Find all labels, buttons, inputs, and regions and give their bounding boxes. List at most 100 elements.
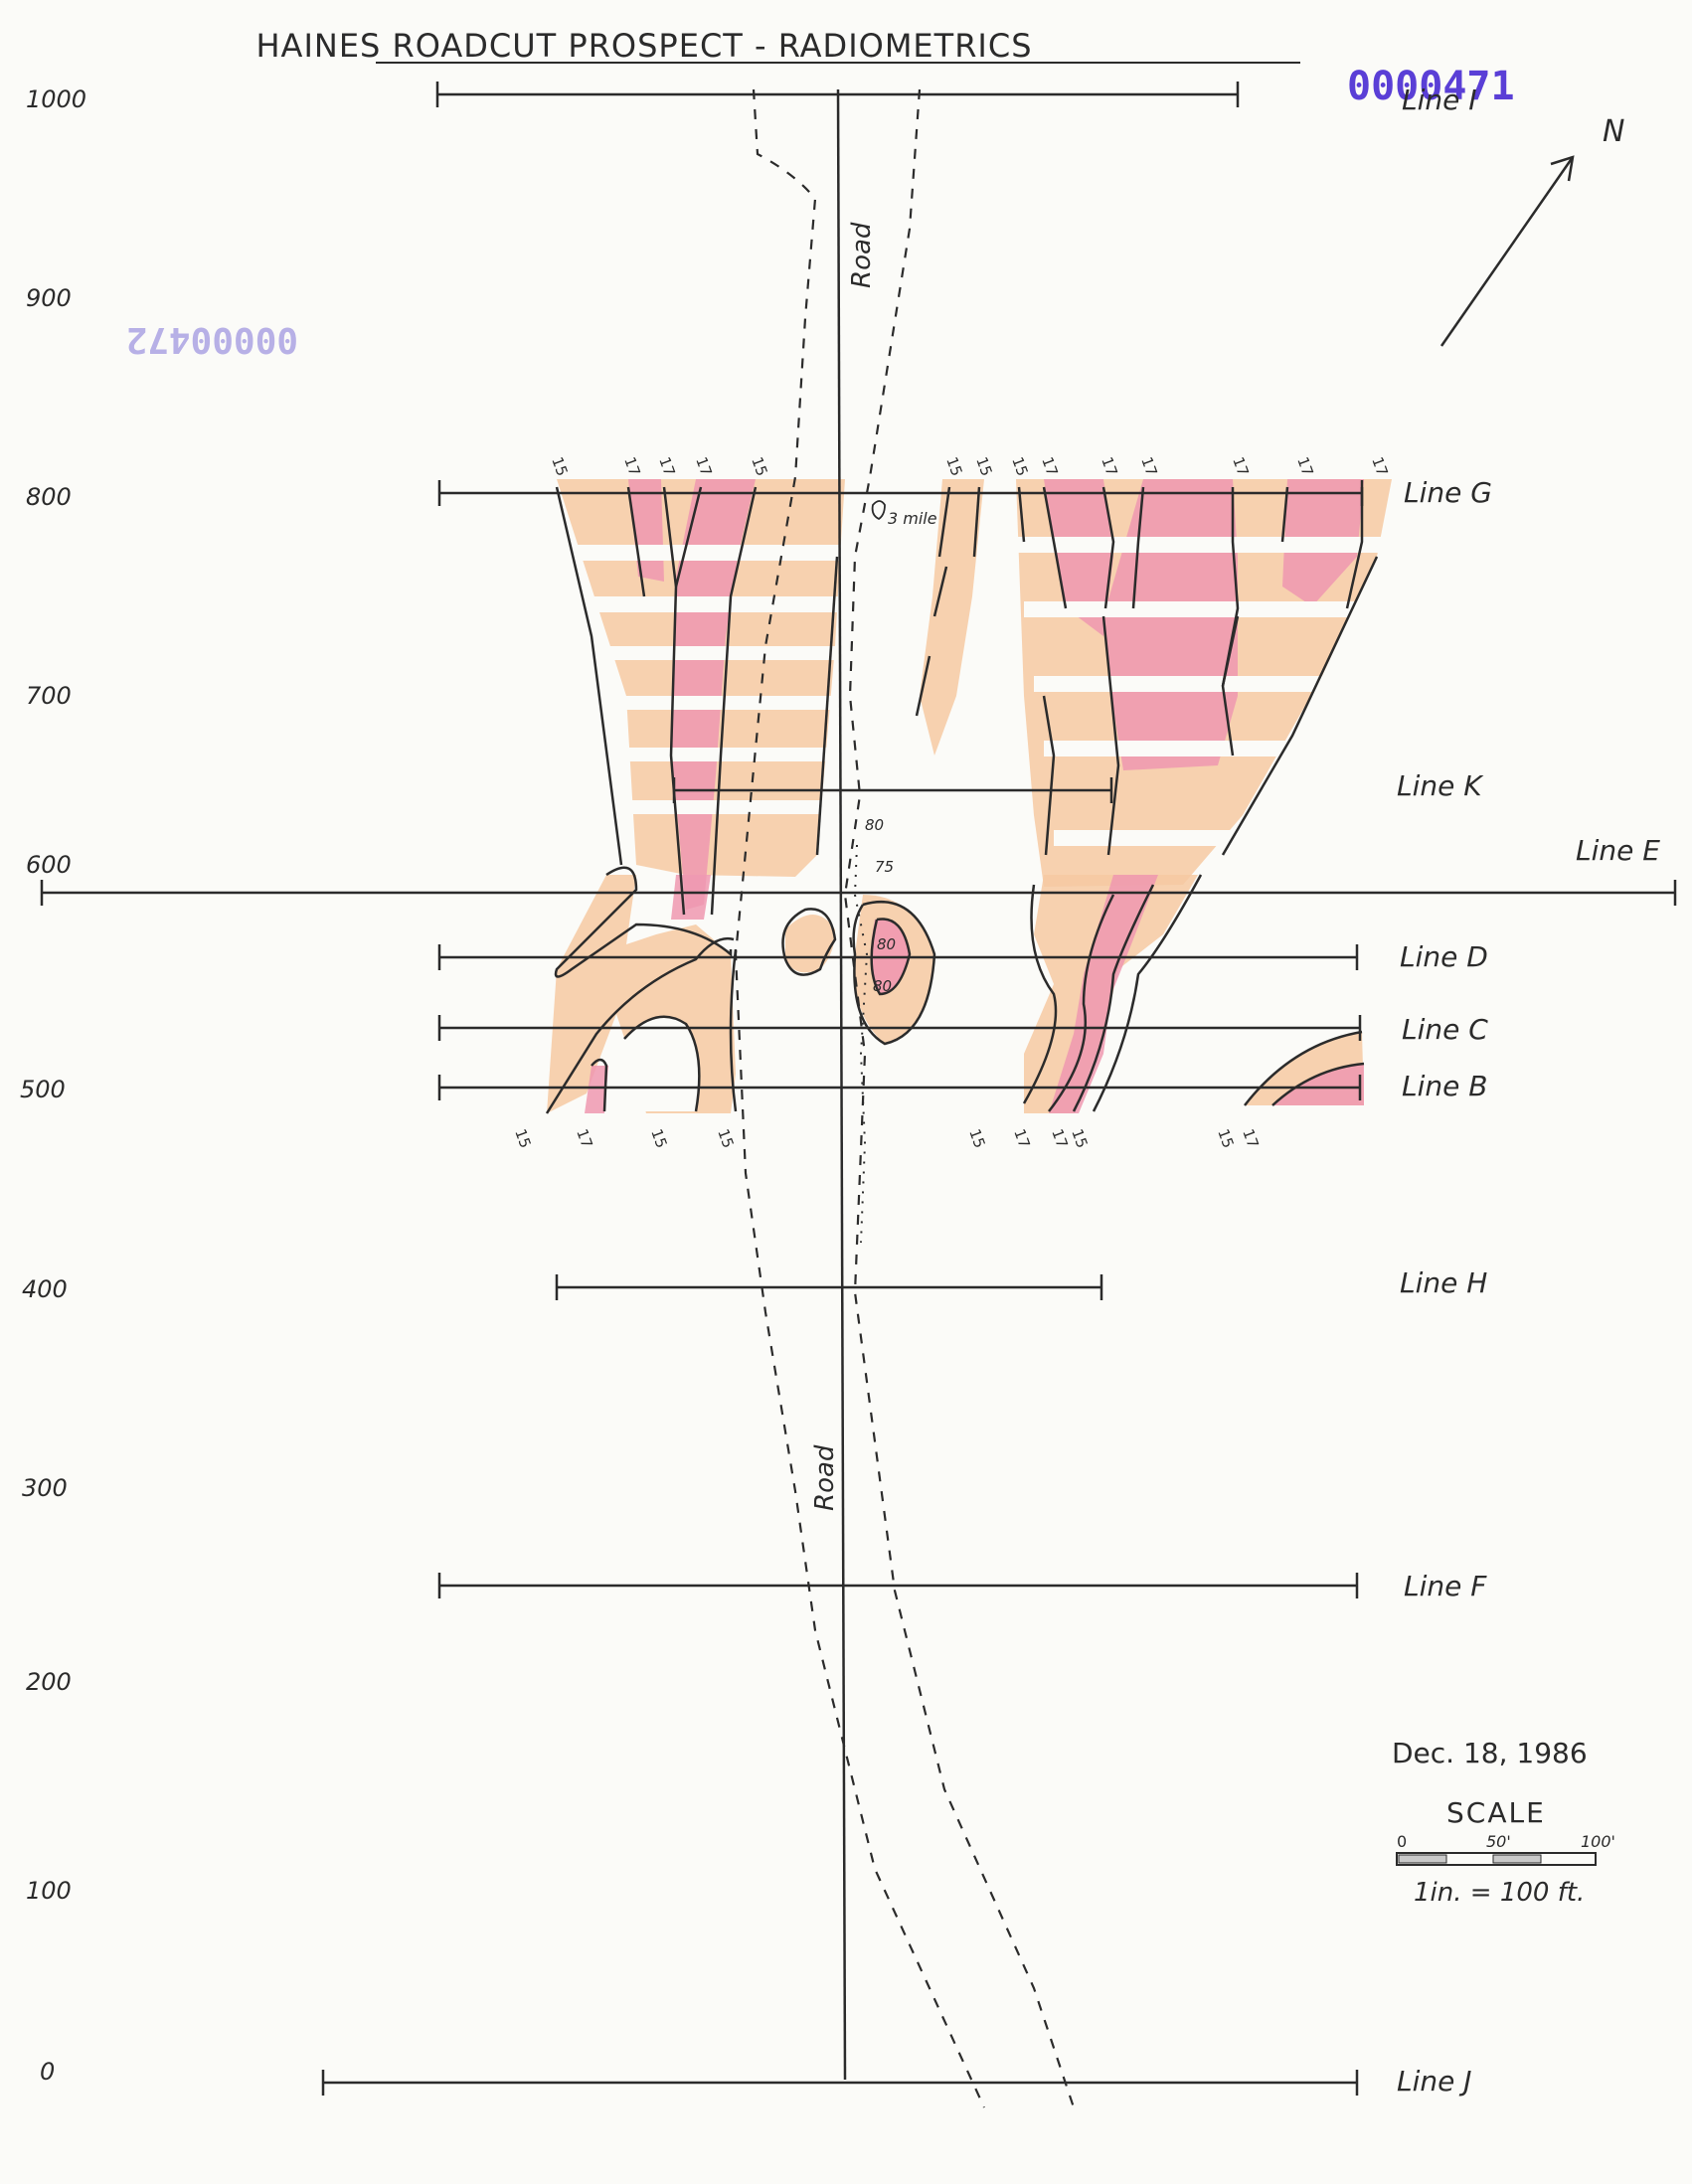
survey-line-K: [672, 777, 1113, 803]
contour-ul-1: [555, 486, 623, 866]
contour-top-10: 17: [1098, 454, 1120, 478]
contour-ur-11: [1101, 615, 1120, 856]
contour-top-5: 15: [748, 454, 770, 478]
contour-boundaries: [545, 486, 1379, 1114]
gap-4: [596, 696, 835, 710]
contour-ur-5: [1221, 487, 1240, 756]
contour-bottom-9: 15: [1214, 1126, 1237, 1150]
contour-bottom-6: 17: [1010, 1126, 1033, 1150]
gap-1: [552, 545, 850, 561]
contour-bottom-7: 17: [1048, 1126, 1071, 1150]
north-label: N: [1603, 114, 1624, 149]
contour-bottom-4: 15: [714, 1126, 737, 1150]
contour-top-11: 17: [1137, 454, 1160, 478]
map-date: Dec. 18, 1986: [1392, 1737, 1588, 1769]
contour-top-3: 17: [655, 454, 678, 478]
contour-ll-3: [623, 1015, 701, 1112]
distance-label: 3 mile: [888, 509, 937, 528]
contour-top-12: 17: [1229, 454, 1252, 478]
gap-7: [1014, 537, 1397, 553]
contour-ur-6: [1280, 486, 1289, 543]
zone-pink-far-right: [1272, 1064, 1364, 1105]
scale-title: SCALE: [1446, 1796, 1546, 1829]
label-line-K: Line K: [1397, 769, 1484, 802]
contour-fr-1: [1244, 1030, 1363, 1106]
road-west-edge: [734, 88, 985, 2108]
dip-label-4: 80: [873, 977, 892, 995]
road-label-north: Road: [847, 222, 877, 288]
contour-ur-4: [1131, 486, 1145, 609]
survey-line-labels: Line I Line G Line K Line E Line D Line …: [1397, 84, 1660, 2098]
y-label-900: 900: [26, 284, 72, 312]
scale-bar-segment-1: [1398, 1854, 1447, 1864]
north-arrow-shaft: [1439, 156, 1575, 347]
contour-ur-8: [1221, 556, 1379, 856]
label-line-C: Line C: [1402, 1013, 1488, 1046]
y-label-600: 600: [26, 851, 72, 879]
y-label-200: 200: [26, 1668, 72, 1696]
label-line-H: Line H: [1400, 1266, 1487, 1299]
zone-pink-ll-small: [585, 1066, 608, 1113]
scale-bar-segment-2: [1492, 1854, 1542, 1864]
scale-tick-50: 50': [1486, 1832, 1511, 1851]
zone-orange-upper-middle: [920, 479, 984, 756]
survey-line-C: [437, 1015, 1362, 1041]
label-line-F: Line F: [1404, 1570, 1487, 1602]
north-arrow: N: [1439, 114, 1624, 347]
contour-ur-1: [1017, 486, 1026, 543]
contour-center-a: [781, 908, 837, 976]
distance-marker: 3 mile: [871, 500, 937, 528]
contour-ul-2: [626, 486, 646, 597]
road-edges: [734, 88, 1076, 2108]
survey-line-E: [40, 880, 1677, 906]
contour-top-6: 15: [942, 454, 965, 478]
survey-line-J: [321, 2070, 1359, 2096]
survey-lines: [40, 82, 1677, 2096]
y-label-0: 0: [40, 2058, 55, 2086]
dotted-trace: [853, 844, 869, 1244]
contour-ll-5: [729, 948, 738, 1112]
north-arrow-head: [1550, 155, 1575, 182]
gap-3: [587, 646, 835, 660]
gap-11: [1054, 830, 1253, 846]
contour-bottom-1: 15: [511, 1126, 534, 1150]
contour-top-8: 15: [1008, 454, 1031, 478]
contour-ur-2: [1042, 486, 1068, 609]
dip-label-1: 80: [865, 816, 884, 834]
dip-label-2: 75: [875, 858, 894, 876]
contour-ll-1: [554, 866, 733, 978]
contour-bottom-2: 17: [573, 1126, 595, 1150]
y-label-500: 500: [20, 1076, 66, 1103]
survey-line-G: [437, 480, 1364, 506]
scale-bar: SCALE 0 50' 100' 1in. = 100 ft.: [1396, 1796, 1615, 1908]
contour-um-1: [937, 486, 951, 558]
label-line-D: Line D: [1400, 940, 1488, 973]
y-label-800: 800: [26, 483, 72, 511]
y-label-700: 700: [26, 682, 72, 710]
contour-ul-3: [662, 486, 686, 916]
road-label-south: Road: [810, 1444, 840, 1511]
zone-pink-lower-right: [1049, 875, 1158, 1113]
distance-marker-icon: [871, 500, 886, 521]
contour-top-9: 17: [1038, 454, 1061, 478]
label-line-J: Line J: [1397, 2065, 1472, 2098]
contour-ul-5: [710, 486, 758, 916]
contour-ll-4: [591, 1058, 608, 1112]
label-line-B: Line B: [1402, 1070, 1487, 1102]
contour-top-13: 17: [1293, 454, 1316, 478]
contour-lr-2: [1048, 894, 1115, 1112]
contour-center-c: [870, 918, 912, 996]
contour-um-2: [972, 486, 981, 558]
y-axis-labels: 1000 900 800 700 600 500 400 300 200 100…: [20, 85, 86, 2086]
survey-line-B: [437, 1075, 1362, 1100]
contour-top-7: 15: [972, 454, 995, 478]
gap-9: [1034, 676, 1332, 692]
contour-top-4: 17: [692, 454, 715, 478]
scale-tick-100: 100': [1581, 1832, 1615, 1851]
label-line-E: Line E: [1576, 834, 1660, 867]
contour-bottom-3: 15: [647, 1126, 670, 1150]
zone-pink-lower-left: [671, 875, 711, 920]
contour-fr-2: [1271, 1062, 1365, 1106]
scale-tick-0: 0: [1397, 1832, 1407, 1851]
